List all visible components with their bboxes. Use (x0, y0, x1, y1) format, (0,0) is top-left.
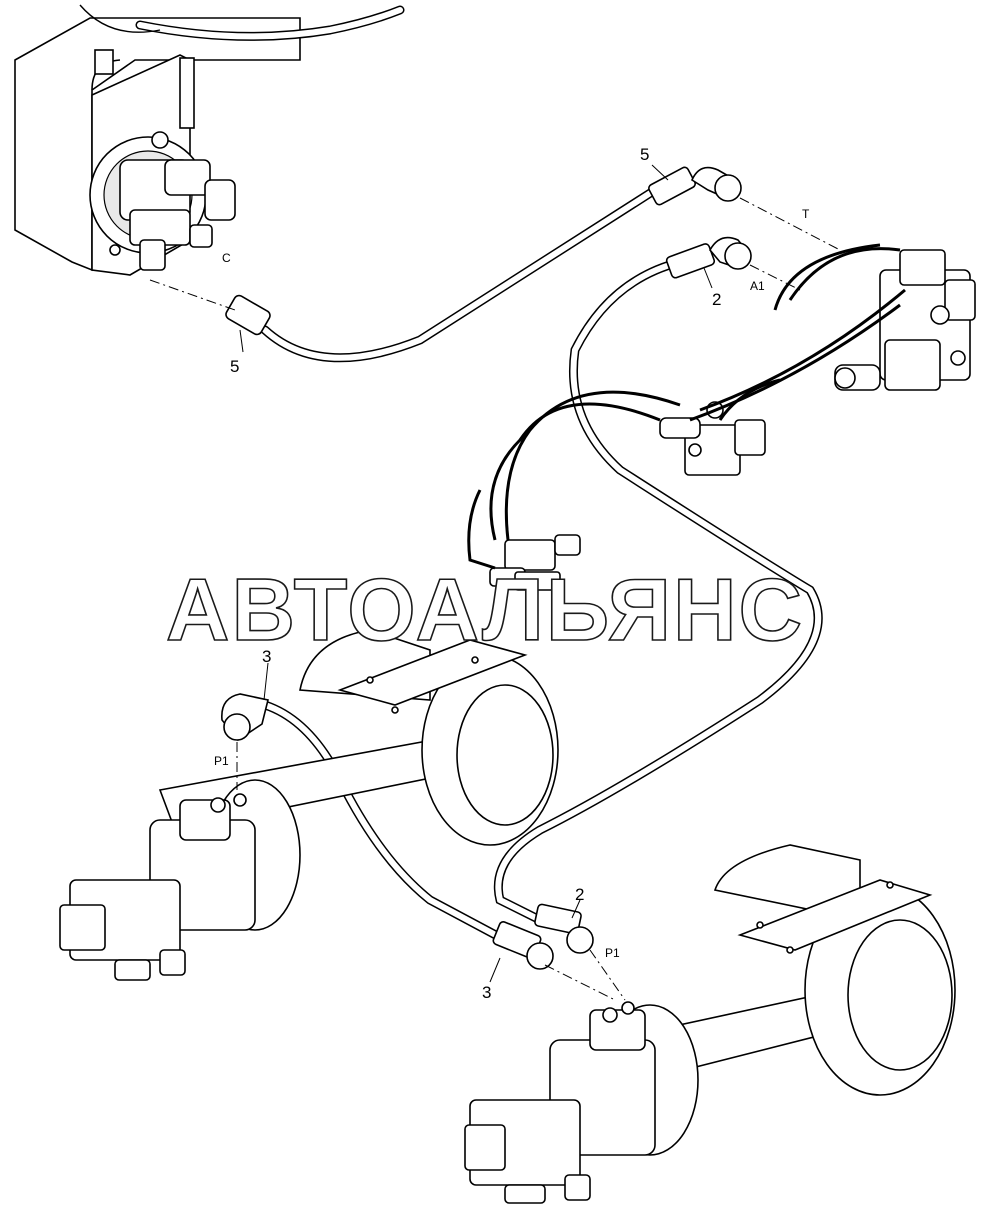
callout-labels: 5 5 2 2 3 3 T A1 C P1 P1 (214, 145, 810, 1002)
callout-2-bottom: 2 (575, 885, 584, 904)
callout-3-bottom: 3 (482, 983, 491, 1002)
hose-bundle (467, 243, 906, 570)
left-wheel-motor (59, 779, 301, 981)
callout-5-top: 5 (640, 145, 649, 164)
connection-lines (149, 197, 841, 1001)
leader-lines (239, 164, 713, 983)
watermark-text: АВТОАЛЬЯНС (166, 560, 804, 659)
port-label-P1-right: P1 (605, 946, 620, 960)
callout-2-top: 2 (712, 290, 721, 309)
port-label-C: C (222, 251, 231, 265)
tank-pump-assembly (89, 131, 236, 271)
callout-3-top: 3 (262, 647, 271, 666)
right-wheel-motor (464, 1001, 699, 1204)
port-label-A1: A1 (750, 279, 765, 293)
hose-2-upper (493, 236, 823, 954)
port-label-T: T (802, 207, 810, 221)
tee-block (489, 534, 581, 591)
hose-5 (225, 166, 742, 363)
valve-block-assembly (834, 249, 976, 391)
callout-5-bottom: 5 (230, 357, 239, 376)
port-label-P1-left: P1 (214, 754, 229, 768)
rear-axle-right (608, 844, 956, 1096)
